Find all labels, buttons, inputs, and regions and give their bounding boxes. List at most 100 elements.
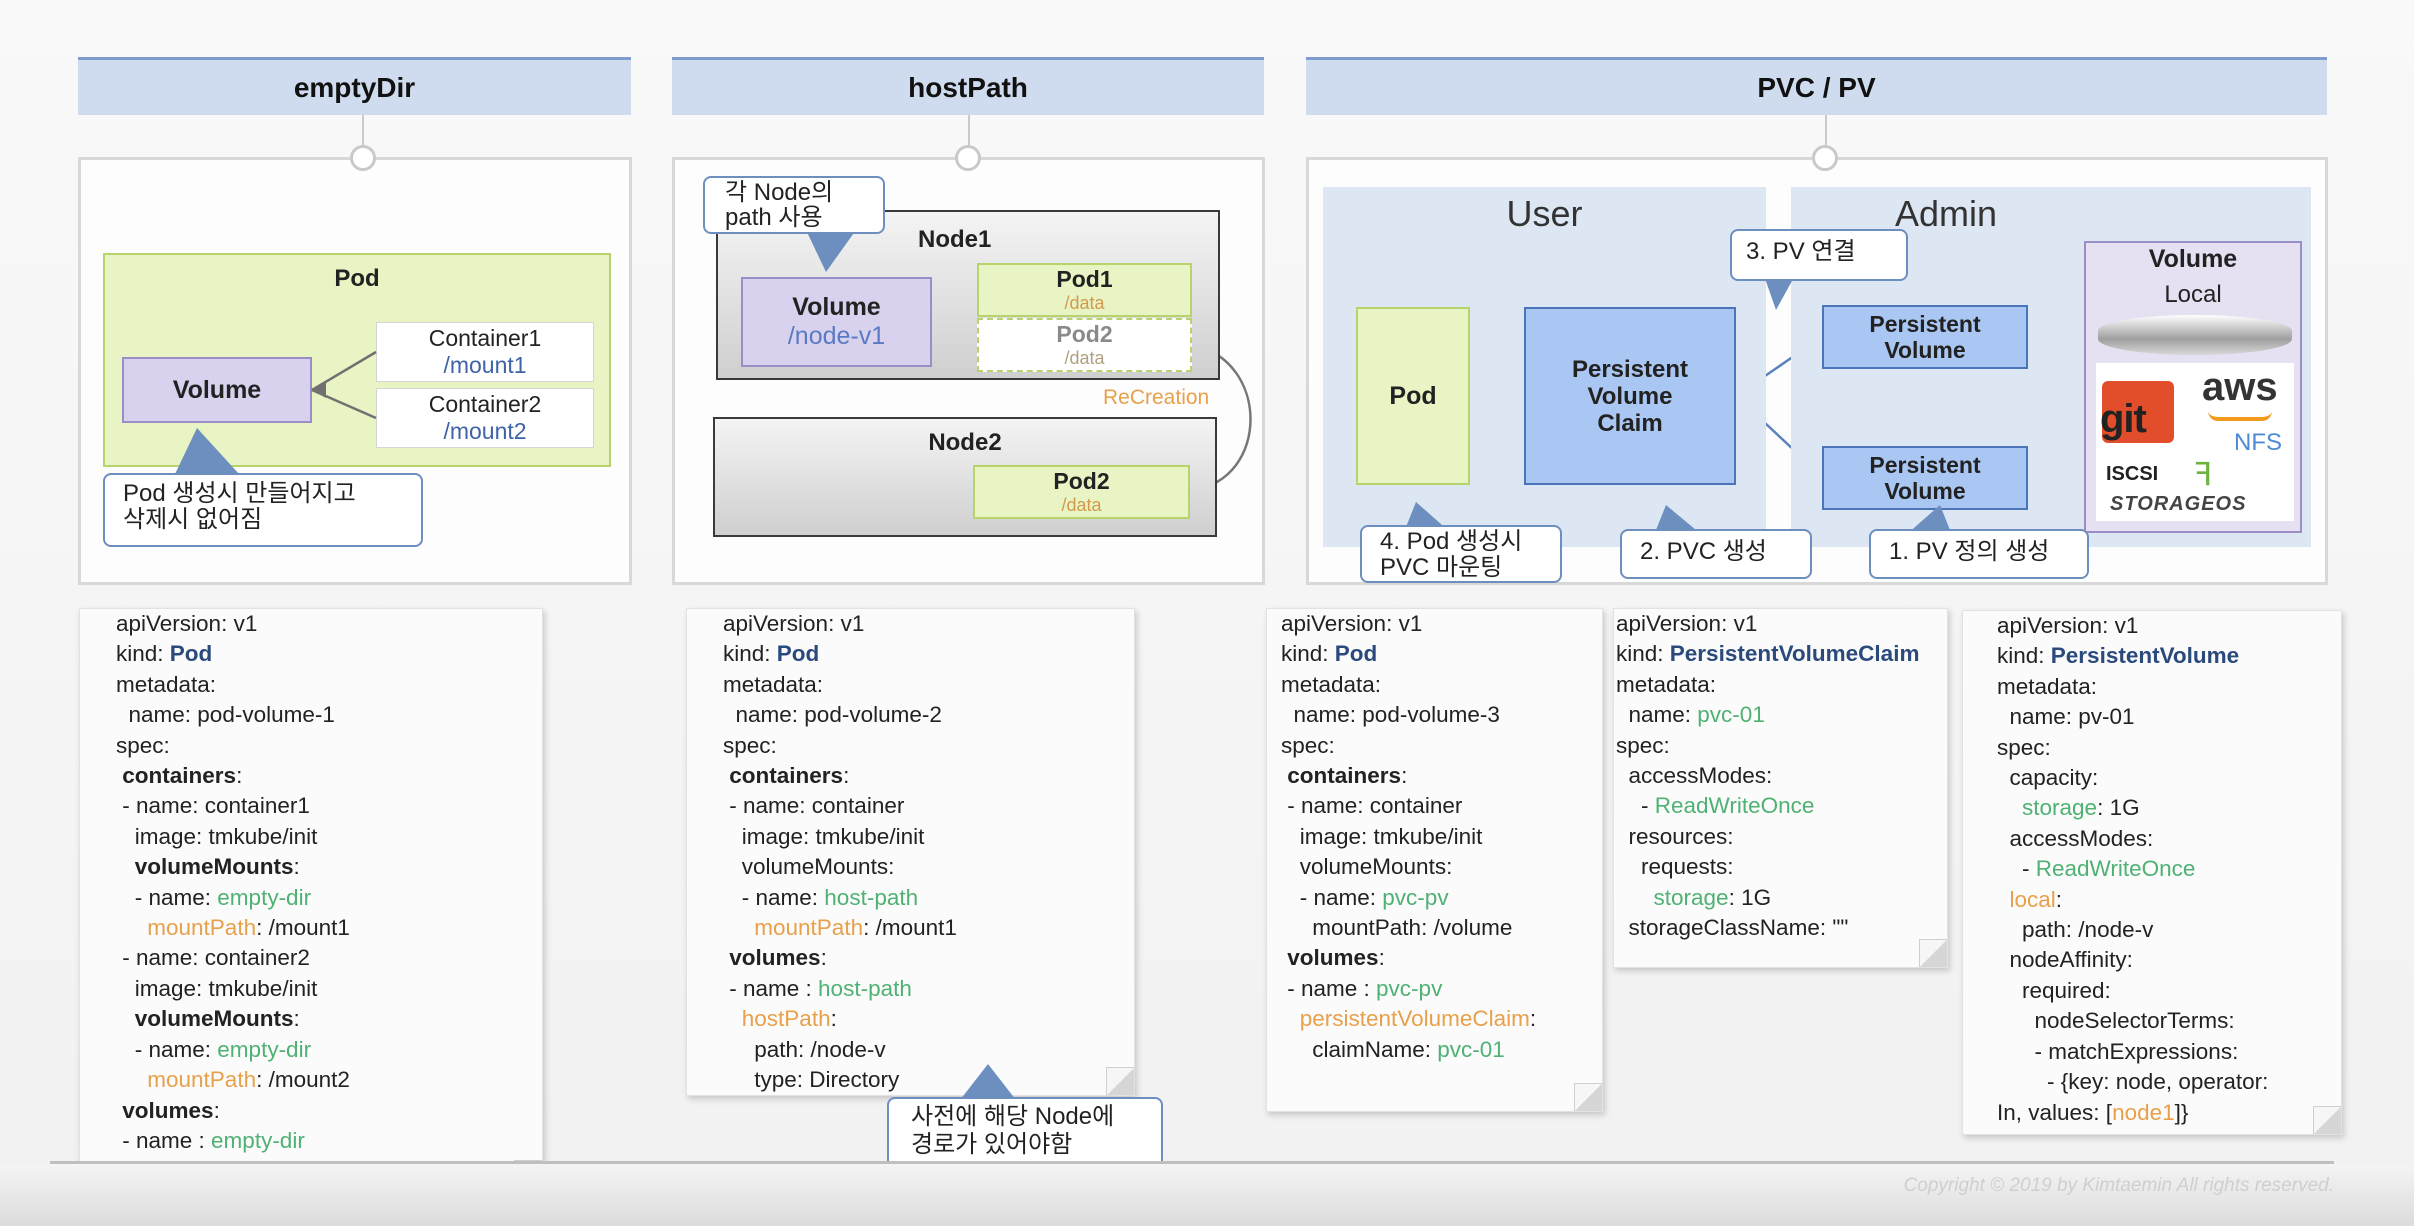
storageos-mark-icon: ꟻ <box>2194 456 2213 492</box>
code-line: apiVersion: v1 <box>1997 613 2139 638</box>
hostpath-volume-path: /node-v1 <box>787 322 886 350</box>
code-line: name: pod-volume-2 <box>723 702 942 728</box>
pvc-box: Persistent Volume Claim <box>1524 307 1736 485</box>
code-block-pv: apiVersion: v1 kind: PersistentVolume meta… <box>1997 611 2268 1128</box>
code-line: volumeMounts: <box>723 854 895 880</box>
code-line: - name: empty-dir <box>116 884 312 910</box>
hostpath-bottom-callout-tail <box>960 1064 1016 1100</box>
connector-line <box>362 115 364 157</box>
code-line: - name: pvc-pv <box>1281 884 1449 910</box>
code-line: - name: container2 <box>116 945 310 971</box>
recreation-label: ReCreation <box>1103 386 1210 409</box>
header-emptydir: emptyDir <box>78 57 631 115</box>
container2-box: Container2 /mount2 <box>376 388 594 448</box>
code-line: kind: PersistentVolume <box>1997 643 2240 669</box>
pod2-new-label: Pod2 <box>1053 468 1110 494</box>
pv1-box: Persistent Volume <box>1822 305 2028 369</box>
code-line: capacity: <box>1997 765 2099 791</box>
connector-line <box>1825 115 1827 157</box>
iscsi-logo-label: ISCSI <box>2106 463 2159 485</box>
code-line: metadata: <box>723 671 824 697</box>
code-line: volumeMounts: <box>134 854 300 880</box>
pod1-path: /data <box>1064 293 1105 313</box>
code-note-hostpath: apiVersion: v1 kind: Pod metadata: name: p… <box>686 608 1135 1096</box>
storage-logos: git aws NFS ISCSI ꟻ STORAGEOS <box>2096 363 2294 521</box>
pv2-box: Persistent Volume <box>1822 446 2028 510</box>
header-hostpath-label: hostPath <box>908 71 1028 103</box>
pod2-old-path: /data <box>1064 348 1105 368</box>
node2-label: Node2 <box>928 429 1002 456</box>
code-line: apiVersion: v1 <box>723 611 865 636</box>
code-line: image: tmkube/init <box>1281 823 1483 849</box>
pvc-callout-label: 2. PVC 생성 <box>1640 538 1767 565</box>
container2-mount: /mount2 <box>443 418 527 444</box>
code-line: - name: container1 <box>116 793 310 819</box>
emptydir-pod-label: Pod <box>334 265 380 292</box>
emptydir-callout: Pod 생성시 만들어지고 삭제시 없어짐 <box>103 473 423 547</box>
code-line: path: /node-v <box>1997 917 2154 943</box>
code-line: metadata: <box>116 671 217 697</box>
container2-label: Container2 <box>428 391 542 417</box>
code-line: spec: <box>116 732 170 758</box>
hostpath-volume-label: Volume <box>792 293 881 321</box>
code-line: mountPath: /mount1 <box>754 915 957 941</box>
pv-callout: 1. PV 정의 생성 <box>1869 529 2089 579</box>
pvc-label-line2: Volume <box>1587 382 1673 410</box>
pvc-pod-box: Pod <box>1356 307 1470 485</box>
code-line: kind: Pod <box>116 641 213 667</box>
code-line: apiVersion: v1 <box>1616 611 1758 636</box>
code-line: name: pv-01 <box>1997 704 2135 730</box>
code-line: metadata: <box>1997 673 2098 699</box>
code-line: image: tmkube/init <box>723 823 925 849</box>
emptydir-volume-label: Volume <box>172 375 262 404</box>
code-line: storage: 1G <box>1653 884 1772 910</box>
code-line: volumes: <box>729 945 827 971</box>
hostpath-callout: 각 Node의 path 사용 <box>703 176 885 234</box>
mount-callout: 4. Pod 생성시 PVC 마운팅 <box>1360 525 1562 583</box>
code-line: storage: 1G <box>2022 795 2140 821</box>
code-line: metadata: <box>1281 671 1382 697</box>
code-line: mountPath: /mount1 <box>147 915 350 941</box>
page-fold-icon <box>2313 1106 2341 1134</box>
code-line: kind: Pod <box>723 641 820 667</box>
code-line: - name : empty-dir <box>116 1127 305 1153</box>
connector-knob <box>350 145 376 171</box>
emptydir-callout-tail <box>175 428 239 474</box>
code-line: volumeMounts: <box>134 1006 300 1032</box>
page-fold-icon <box>1574 1083 1602 1111</box>
pod1-label: Pod1 <box>1056 266 1113 292</box>
admin-label: Admin <box>1894 193 1998 234</box>
code-line: name: pod-volume-3 <box>1281 702 1500 728</box>
code-line: name: pod-volume-1 <box>116 702 335 728</box>
mount-callout-line1: 4. Pod 생성시 <box>1380 528 1523 555</box>
git-logo-label: git <box>2100 397 2147 441</box>
storage-volume-box: Volume Local git aws NFS ISCSI ꟻ STORAGE… <box>2084 241 2302 533</box>
code-line: - name : host-path <box>723 975 912 1001</box>
emptydir-callout-line1: Pod 생성시 만들어지고 <box>123 480 356 507</box>
container1-mount: /mount1 <box>443 352 527 378</box>
hostpath-bottom-callout: 사전에 해당 Node에 경로가 있어야함 <box>887 1097 1163 1169</box>
page-fold-icon <box>1106 1067 1134 1095</box>
code-line: - ReadWriteOnce <box>1616 793 1815 819</box>
code-line: volumes: <box>122 1097 220 1123</box>
nfs-logo-label: NFS <box>2234 429 2282 456</box>
copyright-text: Copyright © 2019 by Kimtaemin All rights… <box>1903 1175 2334 1196</box>
code-line: storageClassName: "" <box>1616 915 1849 941</box>
connector-line <box>968 115 970 157</box>
aws-smile-icon <box>2208 411 2272 421</box>
code-line: apiVersion: v1 <box>1281 611 1423 636</box>
code-line: spec: <box>1997 734 2051 760</box>
diamond-marker <box>312 382 326 398</box>
header-emptydir-label: emptyDir <box>293 71 416 103</box>
emptydir-callout-line2: 삭제시 없어짐 <box>123 506 263 533</box>
code-note-pv: apiVersion: v1 kind: PersistentVolume meta… <box>1962 610 2342 1135</box>
page-fold-icon <box>1919 939 1947 967</box>
code-line: required: <box>1997 977 2111 1003</box>
code-line: volumes: <box>1287 945 1385 971</box>
footer-band <box>0 1164 2414 1226</box>
